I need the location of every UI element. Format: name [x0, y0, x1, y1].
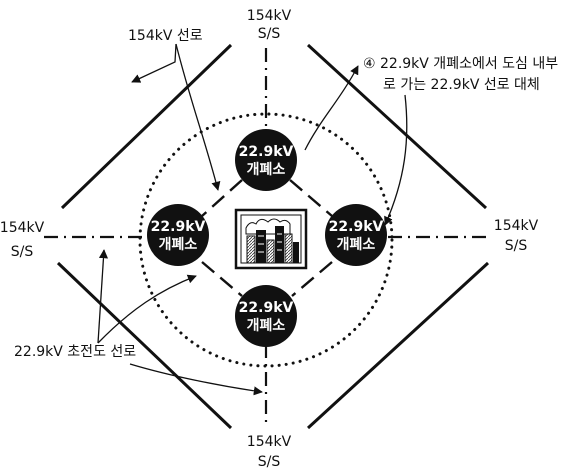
annotation-replacement-line2: 로 가는 22.9kV 선로 대체 — [383, 77, 540, 93]
substation-top-label: 154kV S/S — [247, 8, 292, 42]
svg-text:154kV: 154kV — [494, 218, 539, 234]
annotation-replacement-line1: ④ 22.9kV 개폐소에서 도심 내부 — [363, 56, 558, 72]
svg-text:개폐소: 개폐소 — [247, 162, 286, 178]
svg-text:154kV: 154kV — [0, 220, 45, 236]
svg-text:22.9kV: 22.9kV — [239, 144, 294, 160]
svg-text:S/S: S/S — [11, 244, 34, 260]
superconducting-lines — [44, 48, 492, 425]
svg-text:154kV: 154kV — [247, 434, 292, 450]
154kv-line-top-right — [306, 43, 488, 210]
154kv-line-bottom-right — [306, 261, 490, 430]
svg-text:154kV: 154kV — [247, 8, 292, 24]
svg-text:22.9kV: 22.9kV — [239, 300, 294, 316]
svg-text:개폐소: 개폐소 — [247, 318, 286, 334]
annotation-arrows — [97, 43, 408, 396]
154kv-line-top-left — [60, 43, 233, 210]
inner-connections — [201, 179, 333, 297]
svg-text:개폐소: 개폐소 — [337, 237, 376, 253]
switching-station-bottom: 22.9kV 개폐소 — [235, 285, 297, 347]
substation-bottom-label: 154kV S/S — [247, 434, 292, 470]
annotation-22kv-superconducting-line: 22.9kV 초전도 선로 — [14, 344, 136, 360]
city-buildings-icon — [234, 208, 308, 270]
svg-text:S/S: S/S — [505, 238, 528, 254]
svg-text:개폐소: 개폐소 — [159, 237, 198, 253]
svg-text:S/S: S/S — [258, 454, 281, 470]
154kv-line-bottom-left — [56, 261, 233, 430]
svg-text:22.9kV: 22.9kV — [329, 219, 384, 235]
svg-text:S/S: S/S — [258, 26, 281, 42]
switching-station-left: 22.9kV 개폐소 — [147, 204, 209, 266]
154kv-line-diamond — [56, 43, 490, 430]
annotation-154kv-line: 154kV 선로 — [128, 28, 203, 44]
svg-text:22.9kV: 22.9kV — [151, 219, 206, 235]
substation-left-label: 154kV S/S — [0, 220, 45, 260]
switching-station-right: 22.9kV 개폐소 — [325, 204, 387, 266]
switching-station-top: 22.9kV 개폐소 — [235, 129, 297, 191]
substation-right-label: 154kV S/S — [494, 218, 539, 254]
